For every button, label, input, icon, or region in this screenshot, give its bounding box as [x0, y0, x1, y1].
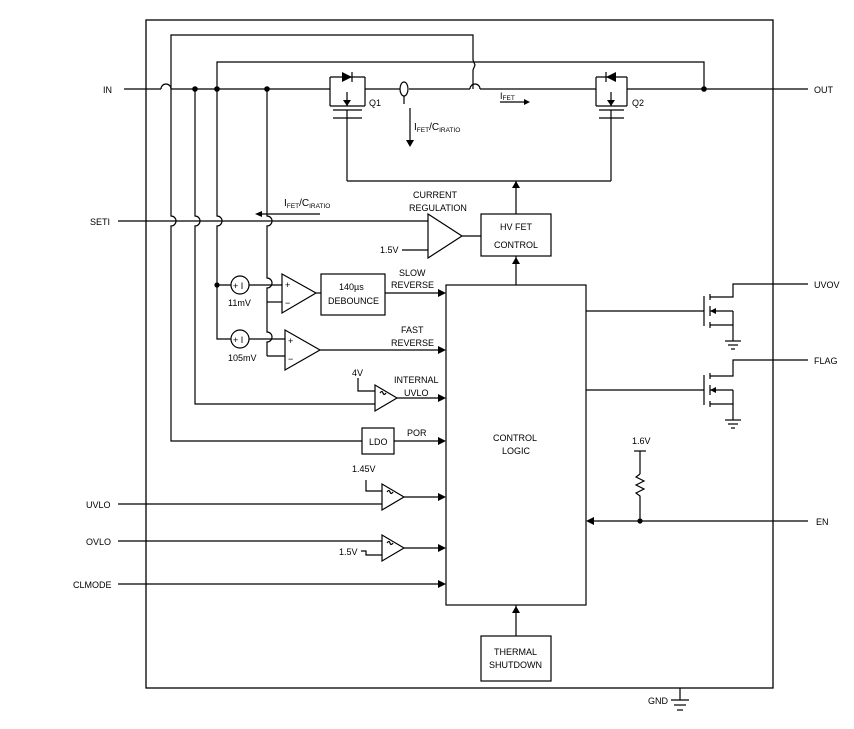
fast-reverse-comparator: [267, 328, 446, 372]
debounce-label-1: 140µs: [339, 282, 364, 292]
current-regulation-label-2: REGULATION: [409, 203, 467, 213]
clmode-line: [118, 580, 446, 588]
q2-arrow-icon: [607, 100, 615, 106]
sense-current-arrow: [403, 96, 414, 147]
flag-output-fet: [586, 359, 808, 429]
hv-fet-control-block: [480, 213, 552, 257]
por-arrow: [394, 437, 446, 445]
v-4v: 4V: [352, 368, 363, 378]
v-reg-ref: 1.5V: [380, 245, 399, 255]
pin-seti: SETI: [90, 217, 110, 227]
top-feedback-lines: [170, 34, 705, 89]
pin-flag: FLAG: [814, 356, 838, 366]
v-1-6: 1.6V: [632, 436, 651, 446]
chip-outline: [145, 19, 774, 689]
debounce-block: [320, 273, 386, 316]
source-105mv: [230, 329, 285, 349]
seti-line: [118, 211, 428, 222]
source-11mv-symbol: + I: [233, 281, 243, 291]
thermal-label-2: SHUTDOWN: [489, 660, 542, 670]
current-sense-icon: [399, 81, 409, 97]
slow-reverse-label-2: REVERSE: [391, 280, 434, 290]
gate-drive-lines: [347, 180, 611, 214]
internal-uvlo-label-1: INTERNAL: [394, 375, 439, 385]
pin-en: EN: [816, 517, 829, 527]
fast-comp-plus: +: [288, 336, 293, 346]
pin-out: OUT: [814, 85, 834, 95]
hv-fet-control-label-2: CONTROL: [494, 240, 538, 250]
q1-fet: [329, 72, 366, 181]
ratio-current-label-2: IFET/CIRATIO: [284, 198, 330, 210]
in-rail: [124, 83, 808, 92]
v-105mv: 105mV: [228, 353, 257, 363]
v-11mv: 11mV: [228, 298, 251, 308]
gnd-symbol: [671, 688, 689, 711]
source-11mv: [230, 275, 282, 295]
slow-reverse-label-1: SLOW: [399, 268, 426, 278]
slow-reverse-comparator: [267, 272, 321, 315]
pullup-resistor-icon: [634, 473, 646, 521]
fast-reverse-label-1: FAST: [401, 325, 424, 335]
current-regulation-amp: [402, 212, 481, 260]
q2-diode-icon: [606, 72, 616, 82]
por-label: POR: [407, 428, 427, 438]
uvov-output-fet: [586, 283, 808, 350]
q1-label: Q1: [369, 98, 381, 108]
ovlo-comparator: [118, 533, 446, 563]
slow-comp-plus: +: [285, 280, 290, 290]
control-logic-label-1: CONTROL: [493, 433, 537, 443]
debounce-label-2: DEBOUNCE: [328, 296, 379, 306]
q1-diode-icon: [342, 72, 352, 82]
current-regulation-label-1: CURRENT: [413, 190, 458, 200]
control-logic-block: [445, 284, 587, 606]
v-1-5-ovlo: 1.5V: [339, 547, 358, 557]
en-line: [586, 450, 808, 525]
ldo-label: LDO: [369, 437, 388, 447]
pin-clmode: CLMODE: [73, 580, 112, 590]
uvlo-comparator: [118, 480, 446, 512]
pin-ovlo: OVLO: [86, 537, 111, 547]
fast-comp-minus: −: [288, 354, 293, 364]
q2-fet: [595, 72, 628, 181]
ifet-label: IFET: [500, 91, 515, 102]
logic-to-hvfet-arrow: [512, 256, 520, 285]
thermal-arrow: [512, 605, 520, 636]
q2-label: Q2: [632, 98, 644, 108]
source-105mv-symbol: + I: [233, 335, 243, 345]
ratio-current-label-1: IFET/CIRATIO: [414, 122, 460, 134]
pin-uvov: UVOV: [814, 280, 840, 290]
slow-comp-minus: −: [285, 298, 290, 308]
hv-fet-control-label-1: HV FET: [500, 222, 533, 232]
q1-arrow-icon: [343, 100, 351, 106]
slow-reverse-arrow: [385, 289, 446, 297]
ldo-block: [361, 427, 395, 455]
thermal-shutdown-block: [480, 635, 552, 682]
internal-uvlo-comparator: [357, 378, 446, 413]
pin-in: IN: [103, 85, 112, 95]
control-logic-label-2: LOGIC: [502, 446, 531, 456]
pin-uvlo: UVLO: [86, 500, 111, 510]
v-1-45: 1.45V: [352, 464, 376, 474]
internal-uvlo-label-2: UVLO: [404, 388, 429, 398]
thermal-label-1: THERMAL: [494, 647, 537, 657]
vertical-bus: [170, 89, 375, 442]
pin-gnd: GND: [648, 696, 669, 706]
ifet-arrow: [500, 99, 530, 105]
fast-reverse-label-2: REVERSE: [391, 338, 434, 348]
